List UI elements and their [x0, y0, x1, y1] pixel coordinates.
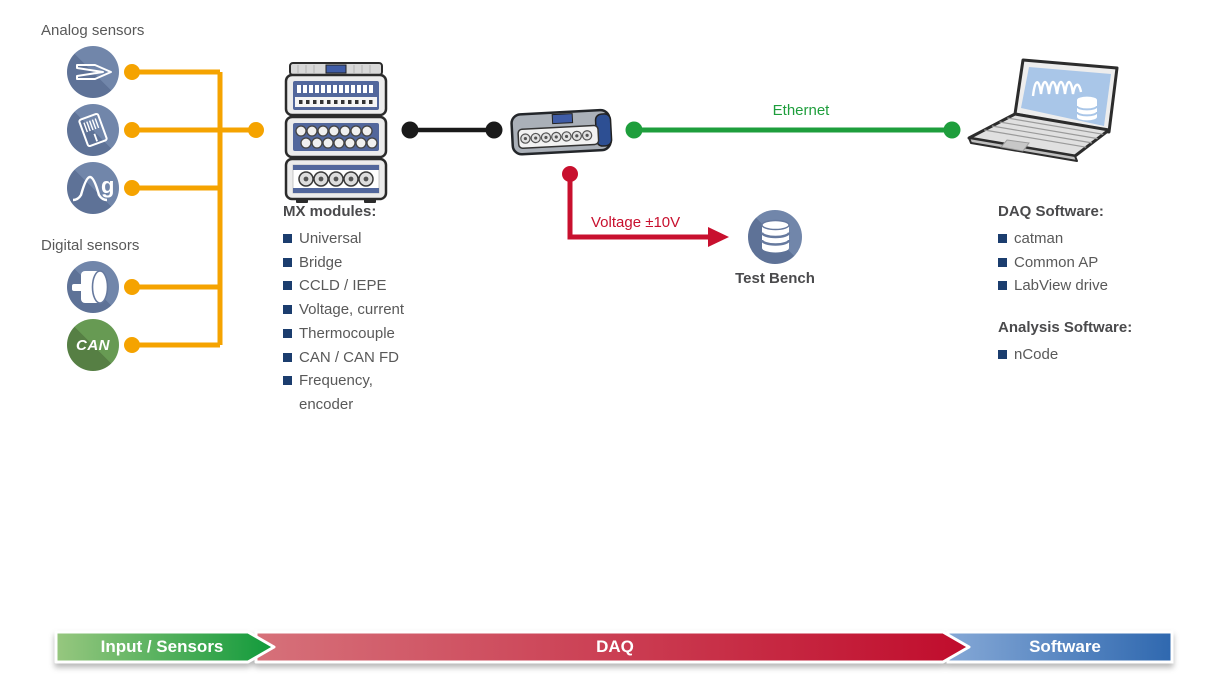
keyboard	[984, 117, 1104, 148]
mx-modules-heading: MX modules:	[283, 203, 377, 220]
accelerometer-glyph: g	[72, 173, 114, 202]
ethernet-label: Ethernet	[772, 102, 830, 119]
probe-glyph	[76, 64, 112, 80]
test-bench-label: Test Bench	[735, 270, 815, 287]
gateway-module-image	[510, 108, 613, 156]
process-banner	[54, 630, 1174, 664]
square-bullet-icon	[998, 281, 1007, 291]
voltage-line	[562, 166, 729, 247]
square-bullet-icon	[283, 234, 292, 243]
can-label: CAN	[76, 336, 110, 354]
voltage-label: Voltage ±10V	[591, 214, 681, 231]
banner-daq-label: DAQ	[596, 637, 634, 656]
test-bench-database-glyph	[760, 219, 791, 253]
encoder-sensor-icon	[67, 261, 119, 313]
list-item: Universal	[283, 227, 404, 251]
analysis-software-block: Analysis Software: nCode	[998, 319, 1132, 367]
voltage-arrowhead-icon	[708, 227, 729, 247]
list-item: Thermocouple	[283, 322, 404, 346]
list-item: LabView drive	[998, 274, 1108, 298]
square-bullet-icon	[283, 281, 292, 291]
square-bullet-icon	[283, 328, 292, 338]
square-bullet-icon	[283, 257, 292, 267]
square-bullet-icon	[998, 350, 1007, 359]
encoder-glyph	[72, 270, 109, 304]
banner-segment-input-sensors	[54, 630, 276, 664]
list-item: CCLD / IEPE	[283, 274, 404, 298]
square-bullet-icon	[283, 376, 292, 386]
analysis-software-heading: Analysis Software:	[998, 319, 1133, 336]
mx-modules-block: MX modules: Universal Bridge CCLD / IEPE…	[283, 203, 404, 417]
square-bullet-icon	[283, 305, 292, 315]
daq-software-list: catman Common AP LabView drive	[998, 227, 1108, 298]
accelerometer-sensor-icon: g	[67, 162, 119, 214]
analysis-software-list: nCode	[998, 343, 1132, 367]
daq-software-block: DAQ Software: catman Common AP LabView d…	[998, 203, 1108, 298]
mx-modules-list: Universal Bridge CCLD / IEPE Voltage, cu…	[283, 227, 404, 417]
banner-software-label: Software	[1029, 637, 1101, 656]
list-item: catman	[998, 227, 1108, 251]
square-bullet-icon	[283, 352, 292, 362]
touchpad	[1000, 139, 1030, 152]
banner-input-sensors-label: Input / Sensors	[100, 637, 224, 656]
list-item: Voltage, current	[283, 298, 404, 322]
sensor-bus-lines	[124, 64, 264, 353]
laptop-image	[967, 58, 1119, 162]
list-item: Bridge	[283, 251, 404, 275]
mx-module-stack-image	[284, 62, 388, 203]
list-item: Frequency, encoder	[283, 369, 404, 416]
banner-segment-software	[946, 630, 1174, 664]
svg-text:g: g	[101, 173, 114, 198]
square-bullet-icon	[998, 257, 1007, 267]
test-bench-icon	[748, 210, 802, 264]
square-bullet-icon	[998, 234, 1007, 243]
ethernet-line	[625, 121, 961, 139]
digital-sensors-label: Digital sensors	[41, 237, 140, 254]
can-bus-sensor-icon: CAN	[67, 319, 119, 371]
list-item: CAN / CAN FD	[283, 346, 404, 370]
database-icon	[1076, 96, 1098, 121]
strain-gauge-sensor-icon	[67, 104, 119, 156]
list-item: nCode	[998, 343, 1132, 367]
probe-sensor-icon	[67, 46, 119, 98]
waveform-icon	[1031, 80, 1083, 97]
list-item: Common AP	[998, 251, 1108, 275]
strain-gauge-glyph	[78, 112, 108, 148]
analog-sensors-label: Analog sensors	[41, 22, 145, 39]
module-link-line	[401, 121, 503, 139]
daq-software-heading: DAQ Software:	[998, 203, 1104, 220]
